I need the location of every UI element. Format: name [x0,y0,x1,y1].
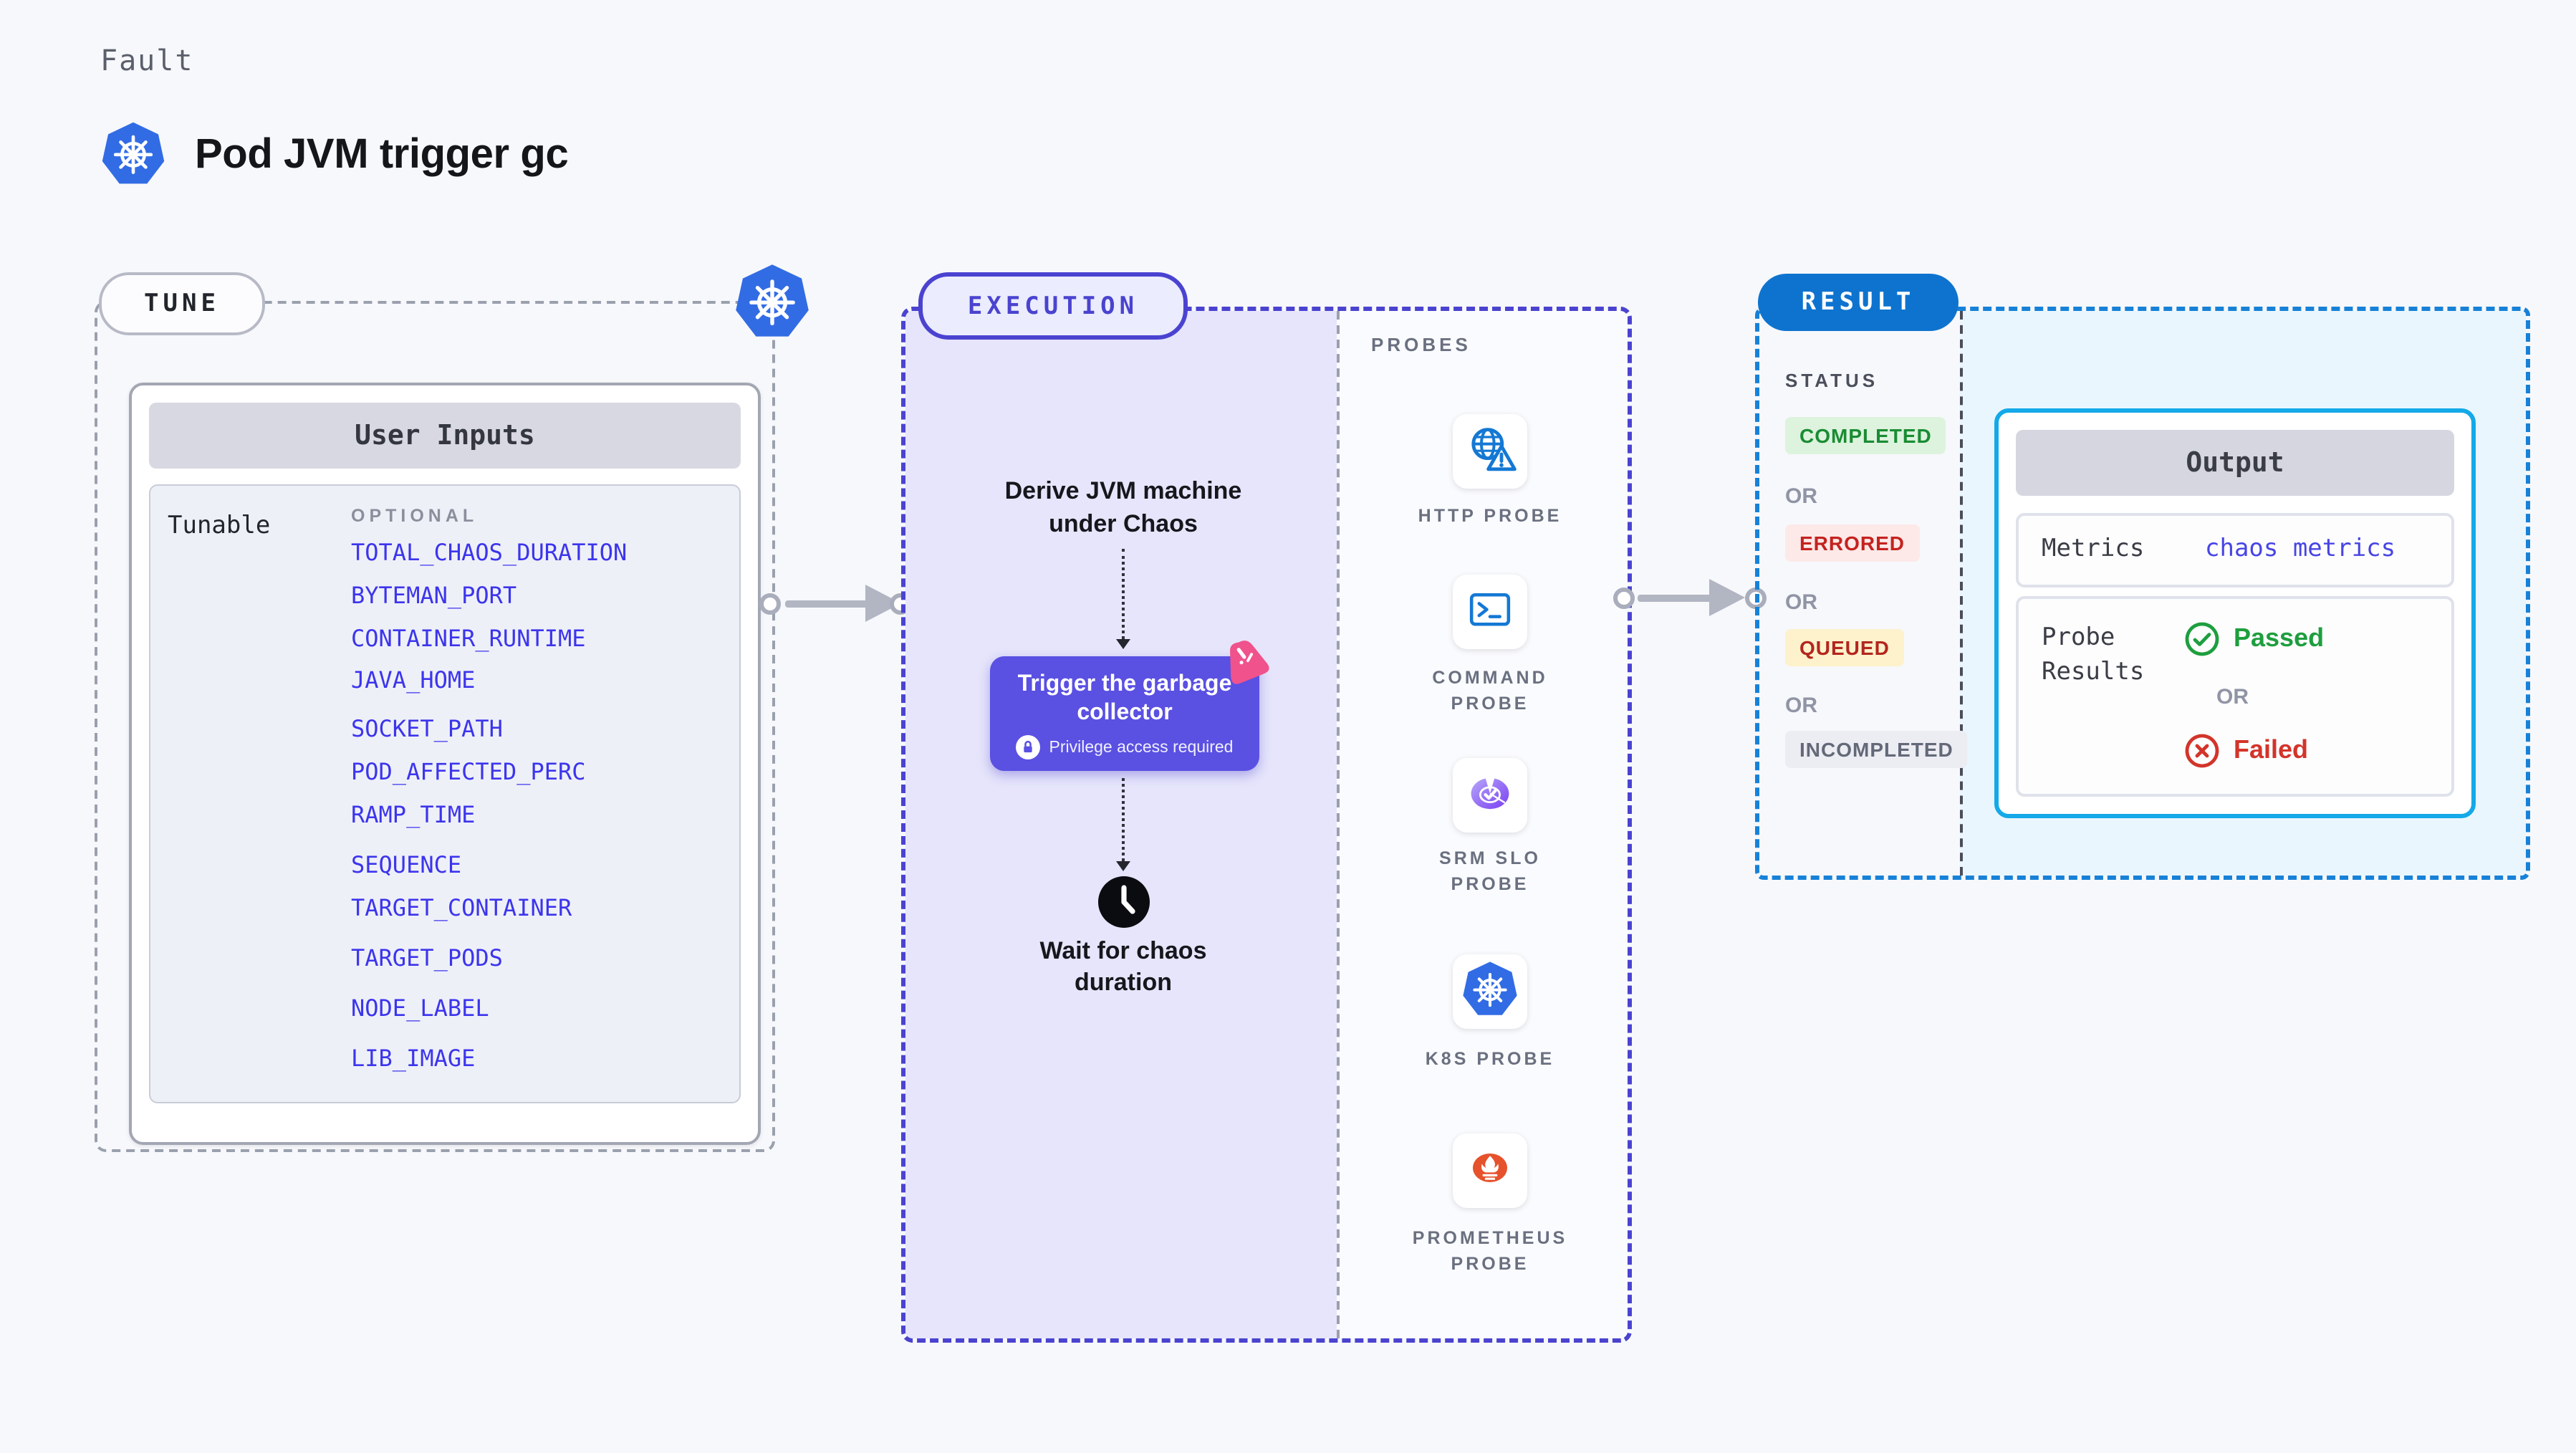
queued-badge-label: QUEUED [1785,629,1904,666]
derive-line2: under Chaos [1049,509,1198,537]
param-byteman-port: BYTEMAN_PORT [351,582,517,609]
status-title: STATUS [1785,370,1879,391]
srm-slo-probe-card [1453,758,1527,833]
flow-connector [1122,778,1125,861]
output-card: Output Metrics chaos metrics Probe Resul… [1994,408,2476,818]
down-arrow-icon [1116,639,1130,649]
lock-icon [1016,735,1041,759]
completed-badge-label: COMPLETED [1785,417,1946,454]
metrics-row: Metrics chaos metrics [2016,513,2454,588]
probes-title: PROBES [1371,334,1471,355]
incompleted-badge-label: INCOMPLETED [1785,731,1968,768]
param-java-home: JAVA_HOME [351,666,476,694]
http-probe-label: HTTP PROBE [1418,506,1562,526]
kubernetes-icon [100,120,166,186]
execution-to-result-arrow [1638,595,1712,602]
or-separator: OR [1785,590,1817,615]
prometheus-icon [1461,1138,1519,1203]
check-circle-icon [2185,622,2219,656]
tune-section [95,301,775,1152]
passed-label: Passed [2234,623,2325,652]
k8s-probe-label: K8S PROBE [1425,1049,1555,1069]
execution-to-result-arrowhead [1709,579,1745,616]
clock-icon [1097,876,1150,929]
slo-gauge-icon [1461,763,1519,828]
execution-pill: EXECUTION [918,272,1188,340]
kubernetes-icon [734,262,811,340]
status-badge-completed: COMPLETED [1785,417,1946,454]
param-total-chaos-duration: TOTAL_CHAOS_DURATION [351,539,628,566]
tunable-row-label: Tunable [168,512,271,540]
down-arrow-icon [1116,861,1130,871]
page-title: Pod JVM trigger gc [195,132,569,178]
trigger-gc-title: Trigger the garbage collector [1017,672,1232,725]
derive-node: Derive JVM machine under Chaos [951,476,1295,542]
kubernetes-icon [1461,959,1519,1024]
or-separator: OR [1785,694,1817,718]
metrics-label: Metrics [2042,534,2145,563]
probe-results-row: Probe Results Passed OR Failed [2016,596,2454,797]
optional-column-header: OPTIONAL [351,506,479,526]
param-pod-affected-perc: POD_AFFECTED_PERC [351,758,586,785]
x-circle-icon [2185,734,2219,768]
output-header: Output [2016,430,2454,496]
user-inputs-header: User Inputs [149,403,741,469]
fault-kicker: Fault [100,43,194,77]
param-sequence: SEQUENCE [351,851,462,878]
probe-results-label: Probe Results [2042,623,2145,686]
derive-line1: Derive JVM machine [1004,477,1242,504]
user-inputs-card: User Inputs Tunable OPTIONAL TOTAL_CHAOS… [129,383,761,1145]
wait-node: Wait for chaos duration [994,936,1252,999]
status-badge-errored: ERRORED [1785,524,1920,562]
command-probe-card [1453,575,1527,649]
k8s-probe-card [1453,954,1527,1029]
probes-panel: PROBES HTTP PROBE [1337,311,1628,1338]
param-socket-path: SOCKET_PATH [351,715,503,742]
param-lib-image: LIB_IMAGE [351,1045,476,1072]
tune-pill: TUNE [99,272,265,335]
param-node-label: NODE_LABEL [351,994,489,1022]
command-probe-label: COMMAND PROBE [1432,668,1548,714]
connector-dot [1613,588,1635,609]
execution-section: PROBES HTTP PROBE [901,307,1632,1343]
execution-flow-area [905,311,1337,1338]
result-pill-label: RESULT [1801,288,1916,317]
param-target-pods: TARGET_PODS [351,944,503,972]
prometheus-probe-card [1453,1133,1527,1208]
trigger-gc-node: Trigger the garbage collector Privilege … [990,656,1259,771]
status-badge-queued: QUEUED [1785,629,1904,666]
chaos-icon [1225,641,1271,686]
param-ramp-time: RAMP_TIME [351,801,476,828]
result-pill: RESULT [1758,274,1959,331]
privilege-note: Privilege access required [990,735,1259,759]
srm-slo-probe-label: SRM SLO PROBE [1439,848,1541,895]
terminal-icon [1463,581,1517,643]
connector-dot [759,593,781,615]
wait-line2: duration [1075,969,1172,997]
param-container-runtime: CONTAINER_RUNTIME [351,625,586,652]
or-separator: OR [1785,484,1817,509]
metrics-value: chaos metrics [2205,534,2396,563]
status-badge-incompleted: INCOMPLETED [1785,731,1968,768]
wait-line1: Wait for chaos [1039,937,1207,964]
execution-pill-label: EXECUTION [967,292,1139,320]
param-target-container: TARGET_CONTAINER [351,894,572,921]
globe-alert-icon [1461,419,1519,484]
http-probe-card [1453,414,1527,489]
or-separator: OR [2216,685,2249,709]
tune-to-execution-arrow [785,600,868,608]
privilege-note-text: Privilege access required [1049,739,1234,756]
tune-pill-label: TUNE [144,289,220,318]
flow-connector [1122,549,1125,639]
failed-label: Failed [2234,735,2309,764]
tunable-list: Tunable OPTIONAL TOTAL_CHAOS_DURATION BY… [149,484,741,1103]
prometheus-probe-label: PROMETHEUS PROBE [1412,1228,1568,1275]
errored-badge-label: ERRORED [1785,524,1920,562]
